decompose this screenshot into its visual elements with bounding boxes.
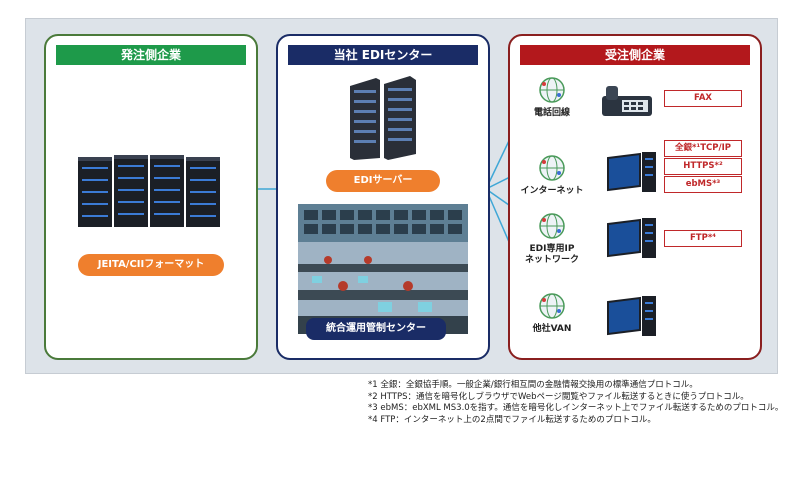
pc-icon <box>607 218 656 258</box>
footnotes: *1 全銀：全銀協手順。一般企業/銀行相互間の金融情報交換用の標準通信プロトコル… <box>368 380 783 426</box>
protocol-ebms: ebMS*³ <box>664 176 742 193</box>
footnote: *1 全銀：全銀協手順。一般企業/銀行相互間の金融情報交換用の標準通信プロトコル… <box>368 380 698 390</box>
edi-center-panel: 当社 EDIセンター EDIサーバー 統合運用管制センター <box>276 34 490 360</box>
edi-server-pill: EDIサーバー <box>326 170 440 192</box>
receiver-title: 受注側企業 <box>520 45 750 65</box>
network-label-van: 他社VAN <box>532 324 572 334</box>
format-pill: JEITA/CIIフォーマット <box>78 254 224 276</box>
network-globe-icon <box>539 77 565 103</box>
footnote: *3 ebMS：ebXML MS3.0を指す。通信を暗号化しインターネット上でフ… <box>368 403 784 413</box>
server-rack-icon <box>78 155 220 227</box>
network-globe-icon <box>539 213 565 239</box>
ops-center-label: 統合運用管制センター <box>306 318 446 340</box>
receiver-panel: 受注側企業 電話回線 インターネット EDI専用IP ネッ <box>508 34 762 360</box>
protocol-fax: FAX <box>664 90 742 107</box>
footnote: *4 FTP：インターネット上の2点間でファイル転送するためのプロトコル。 <box>368 414 656 425</box>
network-label-phone: 電話回線 <box>533 108 570 118</box>
protocol-tcpip: 全銀*¹TCP/IP <box>664 140 742 157</box>
edi-center-title: 当社 EDIセンター <box>288 45 478 65</box>
fax-machine-icon <box>602 86 652 116</box>
pc-icon <box>607 152 656 192</box>
footnote: *2 HTTPS：通信を暗号化しブラウザでWebページ閲覧やファイル転送するとき… <box>368 391 749 402</box>
orderer-title: 発注側企業 <box>56 45 246 65</box>
server-icon <box>350 76 416 160</box>
orderer-panel: 発注側企業 JEITA/CIIフォーマット <box>44 34 258 360</box>
network-globe-icon <box>539 155 565 181</box>
network-label-internet: インターネット <box>520 186 584 196</box>
network-label-edi-ip: EDI専用IP ネットワーク <box>524 244 579 265</box>
control-center-photo <box>298 204 468 334</box>
network-globe-icon <box>539 293 565 319</box>
protocol-https: HTTPS*² <box>664 158 742 175</box>
protocol-ftp: FTP*⁴ <box>664 230 742 247</box>
pc-icon <box>607 296 656 336</box>
diagram-canvas: 発注側企業 JEITA/CIIフォーマット 当社 EDIセンター <box>25 18 778 374</box>
